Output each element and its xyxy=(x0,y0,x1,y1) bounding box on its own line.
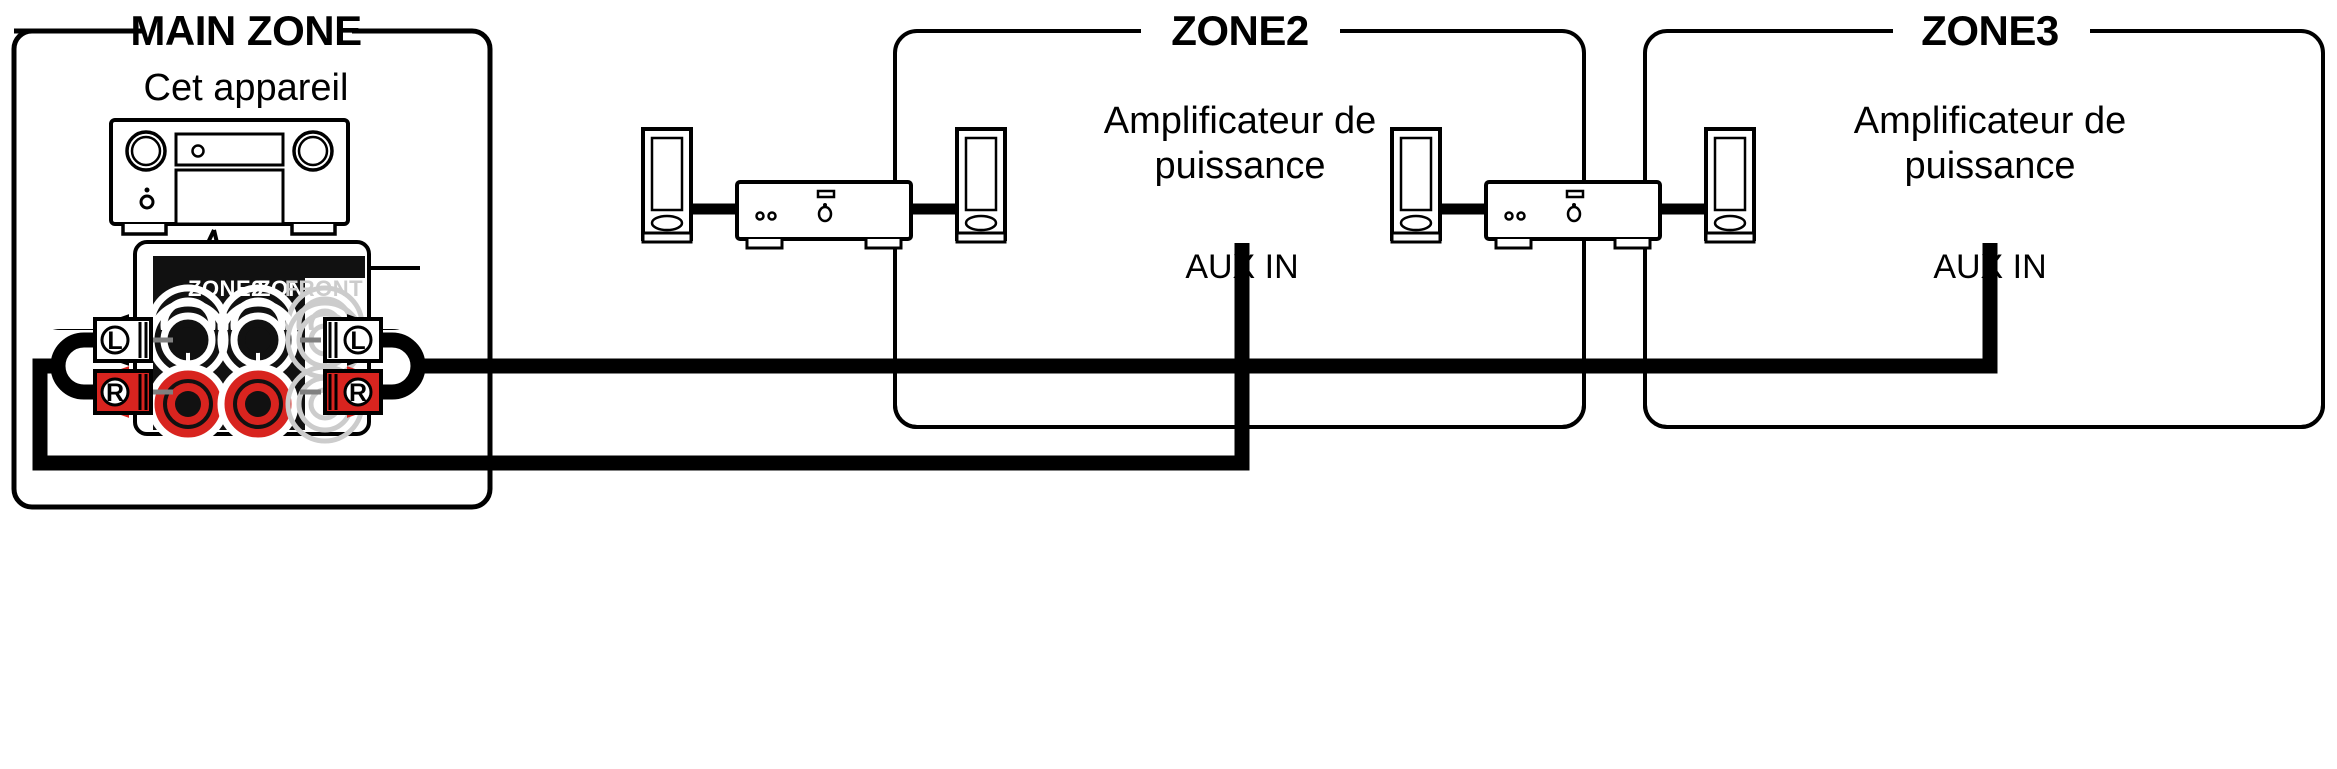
plug-right-l[interactable]: L xyxy=(300,314,383,366)
plug-right-l-letter: L xyxy=(350,327,365,355)
plug-left-r[interactable]: R xyxy=(93,366,173,418)
plug-right-r-letter: R xyxy=(349,379,367,407)
zone3-speaker-right xyxy=(1704,127,1756,244)
plug-right-r[interactable]: R xyxy=(300,366,383,418)
zone3-speaker-left xyxy=(1390,127,1442,244)
main-zone-title: MAIN ZONE xyxy=(130,7,361,54)
main-device-label: Cet appareil xyxy=(144,67,349,109)
zone2-device-label-line2: puissance xyxy=(1154,145,1325,187)
zone3-panel xyxy=(1643,29,2325,429)
plug-left-r-letter: R xyxy=(106,379,124,407)
zone2-title: ZONE2 xyxy=(1171,7,1309,54)
zone3-device-label-line1: Amplificateur de xyxy=(1854,100,2126,142)
zone2-device-label-line1: Amplificateur de xyxy=(1104,100,1376,142)
zone3-title: ZONE3 xyxy=(1921,7,2059,54)
zone2-speaker-right xyxy=(955,127,1007,244)
plug-left-l-letter: L xyxy=(107,327,122,355)
zone2-power-amplifier xyxy=(735,180,913,250)
plug-left-l[interactable]: L xyxy=(93,314,173,366)
zone3-power-amplifier xyxy=(1484,180,1662,250)
av-receiver-illustration xyxy=(109,118,350,236)
zone2-speaker-left xyxy=(641,127,693,244)
zone3-device-label-line2: puissance xyxy=(1904,145,2075,187)
